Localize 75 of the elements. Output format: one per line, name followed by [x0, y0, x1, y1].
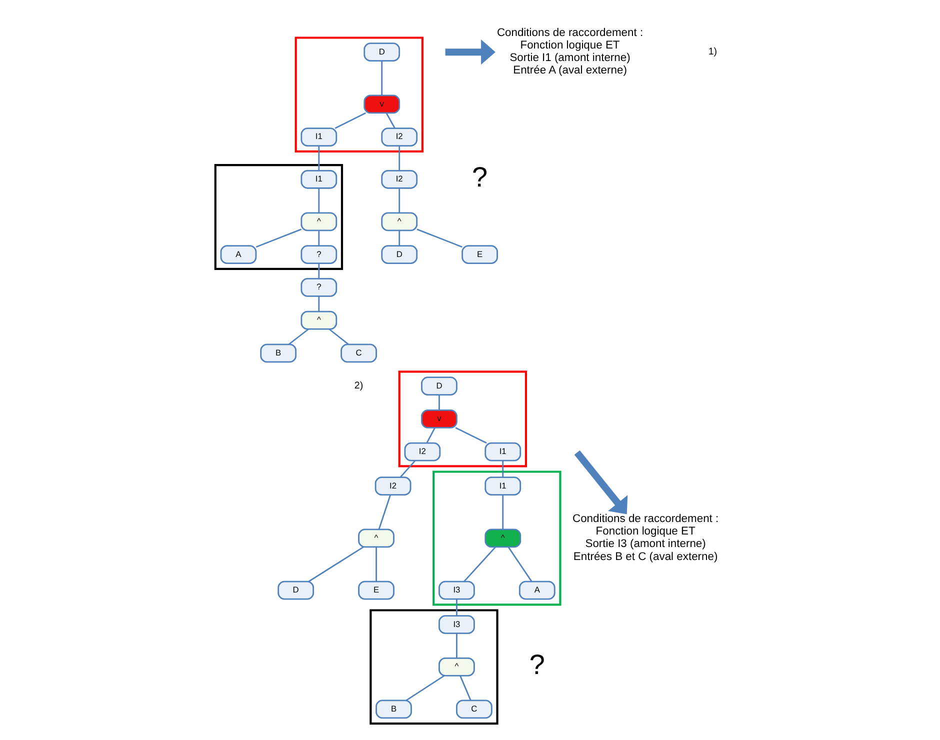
connector [400, 460, 416, 478]
label: 2) [354, 380, 364, 392]
connector [308, 546, 364, 582]
connector [460, 675, 472, 701]
connector [386, 112, 396, 129]
node-box: ^ [438, 657, 475, 676]
node-box: I2 [374, 476, 412, 496]
connector [288, 328, 309, 345]
node-box: C [456, 700, 492, 719]
node-box: ^ [300, 212, 338, 232]
node-box: I3 [438, 580, 475, 600]
node-box: ^ [358, 528, 394, 548]
arrow [445, 39, 496, 65]
cluster [398, 370, 527, 468]
connector [318, 296, 320, 312]
node-box: D [278, 580, 314, 600]
label: 1) [708, 46, 718, 58]
connector [334, 112, 366, 129]
arrow [574, 450, 628, 514]
node-text: Conditions de raccordement : Fonction logique ET Sortie I3 (amont interne) Entrées B et C (aval externe) [572, 512, 719, 563]
connector [456, 633, 458, 658]
node-box: ? [300, 245, 338, 264]
node-box: B [376, 700, 412, 719]
node-box: ^ [300, 310, 338, 330]
node-box: I3 [438, 615, 475, 634]
node-box: ^ [381, 212, 418, 232]
connector [502, 460, 504, 478]
connector [398, 188, 400, 213]
cluster [432, 470, 562, 606]
connector [378, 494, 392, 530]
connector [318, 188, 320, 213]
connector [426, 428, 436, 444]
node-box: ? [300, 278, 338, 297]
label: ? [472, 161, 488, 192]
cluster [370, 609, 498, 725]
connector [256, 228, 302, 248]
label: ? [529, 648, 545, 680]
connector [318, 264, 320, 279]
connector [464, 546, 496, 582]
connector [508, 546, 532, 582]
connector [502, 494, 504, 530]
node-box: E [462, 245, 498, 264]
node-box: I1 [300, 170, 338, 189]
cluster [294, 36, 424, 152]
node-box: A [220, 245, 257, 264]
node-box: v [421, 410, 458, 428]
connector [456, 599, 458, 616]
connector [376, 547, 377, 582]
connector [438, 395, 440, 410]
connector [328, 328, 349, 345]
node-box: I2 [381, 170, 418, 189]
connector [398, 230, 400, 246]
node-box: I1 [484, 442, 522, 462]
connector [455, 427, 487, 444]
node-box: v [364, 94, 400, 114]
node-text: Conditions de raccordement : Fonction logique ET Sortie I1 (amont interne) Entrée A (aval externe) [496, 26, 644, 77]
connector [398, 146, 400, 171]
node-box: C [340, 344, 377, 363]
cluster [214, 164, 344, 270]
node-box: B [260, 344, 297, 363]
node-box: D [364, 42, 400, 62]
node-box: D [421, 376, 458, 396]
node-box: A [518, 580, 556, 600]
node-box: ^ [484, 528, 522, 548]
connector [381, 60, 383, 96]
node-box: E [358, 580, 394, 600]
node-box: D [381, 245, 418, 264]
node-box: I1 [300, 128, 338, 146]
connector [318, 146, 320, 171]
connector [318, 230, 320, 246]
connector [416, 228, 462, 248]
node-box: I2 [381, 128, 418, 146]
node-box: I1 [484, 476, 522, 496]
connector [406, 675, 445, 702]
node-box: I2 [404, 442, 441, 462]
